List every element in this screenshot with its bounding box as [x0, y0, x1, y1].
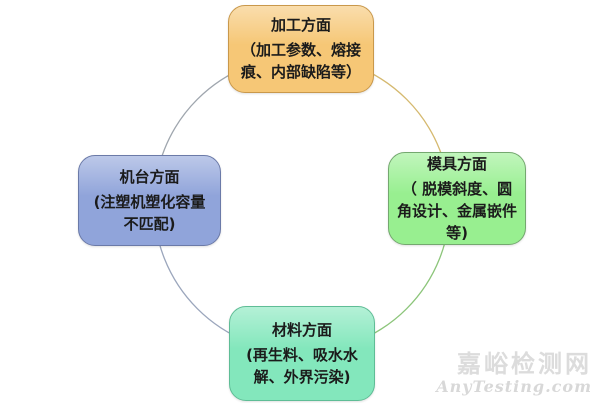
node-title: 加工方面 [270, 16, 331, 34]
node-title: 模具方面 [426, 154, 487, 173]
node-body: (再生料、吸水水解、外界污染) [246, 345, 358, 386]
watermark-english: AnyTesting.com [436, 377, 592, 396]
node-title: 机台方面 [119, 167, 180, 186]
node-body: （ 脱模斜度、圆角设计、金属嵌件等) [397, 179, 518, 242]
node-title: 材料方面 [271, 320, 332, 339]
node-machine: 机台方面 (注塑机塑化容量不匹配) [78, 155, 221, 246]
node-material: 材料方面 (再生料、吸水水解、外界污染) [229, 306, 375, 401]
node-body: (注塑机塑化容量不匹配) [93, 192, 206, 233]
node-processing: 加工方面 （加工参数、熔接痕、内部缺陷等） [228, 5, 374, 93]
node-mold: 模具方面 （ 脱模斜度、圆角设计、金属嵌件等) [388, 152, 526, 245]
node-body: （加工参数、熔接痕、内部缺陷等） [240, 41, 361, 81]
watermark: 嘉峪检测网 AnyTesting.com [436, 351, 592, 397]
watermark-chinese: 嘉峪检测网 [457, 350, 592, 378]
